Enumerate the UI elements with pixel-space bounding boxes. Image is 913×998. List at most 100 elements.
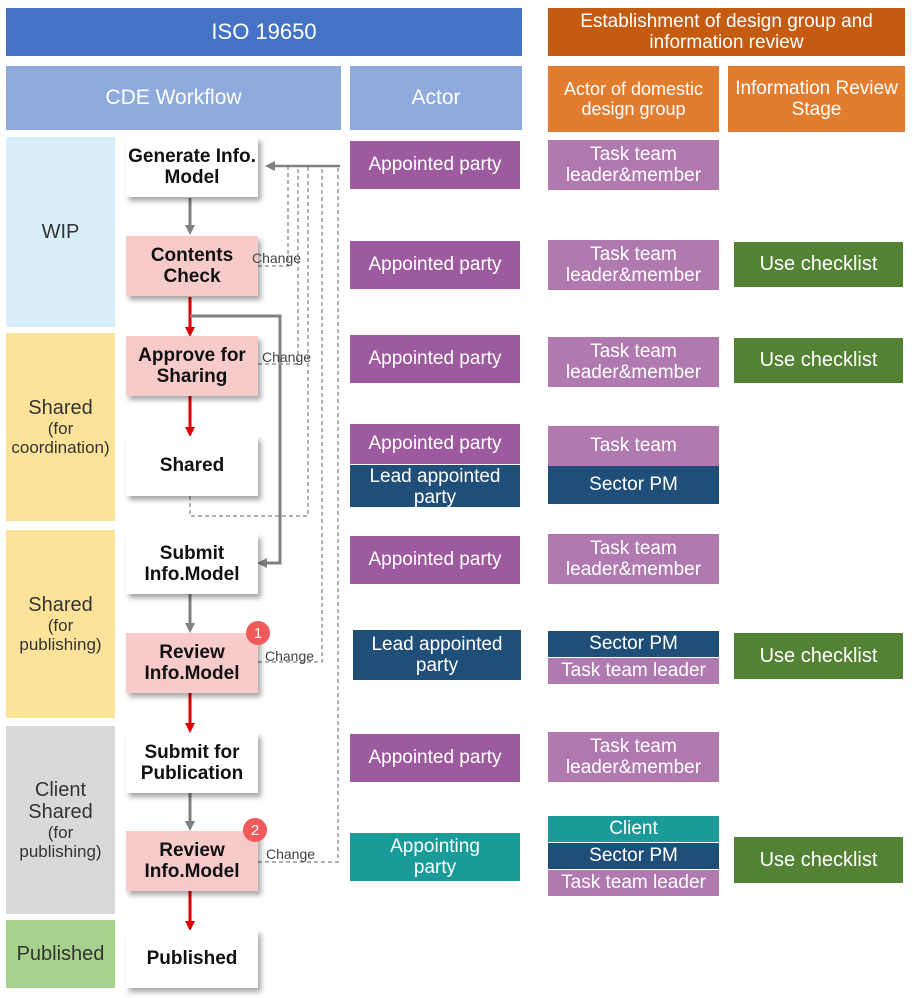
stage-shared-coord-sub: (for coordination) — [11, 419, 110, 458]
domestic-task-team-only-label: Task team — [590, 435, 677, 457]
info-review-header-label: Information Review Stage — [735, 77, 898, 120]
actor-appointed-2: Appointed party — [350, 241, 520, 289]
review-checklist-4-label: Use checklist — [759, 848, 878, 871]
review-checklist-1: Use checklist — [734, 242, 903, 287]
stage-wip-label: WIP — [41, 220, 80, 243]
actor-appointing-label: Appointing party — [390, 835, 480, 878]
review-checklist-3: Use checklist — [734, 633, 903, 679]
actor-lead-appointed-1-label: Lead appointed party — [369, 466, 501, 507]
review-checklist-1-label: Use checklist — [759, 253, 878, 276]
actor-appointed-6: Appointed party — [350, 734, 520, 782]
domestic-task-team-2-label: Task team leader&member — [565, 243, 702, 286]
actor-appointed-4-label: Appointed party — [368, 433, 502, 455]
stage-client-sub: (for publishing) — [19, 823, 102, 862]
actor-appointed-2-label: Appointed party — [368, 254, 502, 276]
info-review-header: Information Review Stage — [728, 66, 905, 132]
domestic-task-team-4: Task team leader&member — [548, 534, 719, 584]
actor-domestic-header-label: Actor of domestic design group — [563, 78, 704, 119]
domestic-task-team-leader-1-label: Task team leader — [561, 660, 706, 682]
wf-review2-label: Review Info.Model — [144, 839, 240, 882]
wf-review-info-model-2: Review Info.Model — [126, 831, 258, 891]
establishment-header: Establishment of design group and inform… — [548, 8, 905, 56]
review-checklist-4: Use checklist — [734, 837, 903, 883]
change-label-approve: Change — [262, 349, 312, 365]
domestic-task-team-3-label: Task team leader&member — [565, 340, 702, 383]
wf-review1-label: Review Info.Model — [144, 641, 240, 684]
iso-header: ISO 19650 — [6, 8, 522, 56]
domestic-task-team-5: Task team leader&member — [548, 732, 719, 782]
change-loop-check — [258, 166, 289, 267]
review-checklist-2-label: Use checklist — [759, 349, 878, 372]
stage-wip: WIP — [6, 137, 115, 327]
domestic-client: Client — [548, 816, 719, 842]
actor-appointed-5-label: Appointed party — [368, 549, 502, 571]
change-loop-review1 — [258, 166, 323, 663]
actor-appointing: Appointing party — [350, 833, 520, 881]
wf-published: Published — [126, 930, 258, 988]
domestic-task-team-3: Task team leader&member — [548, 337, 719, 387]
actor-lead-appointed-2: Lead appointed party — [353, 630, 521, 680]
change-label-review2: Change — [266, 846, 316, 862]
badge-2: 2 — [243, 818, 267, 842]
change-loop-review2 — [258, 166, 339, 863]
stage-published: Published — [6, 920, 115, 988]
wf-approve-for-sharing: Approve for Sharing — [126, 336, 258, 396]
review-checklist-2: Use checklist — [734, 338, 903, 383]
actor-header: Actor — [350, 66, 522, 130]
domestic-sector-pm-3-label: Sector PM — [589, 845, 678, 867]
domestic-task-team-4-label: Task team leader&member — [565, 537, 702, 580]
domestic-task-team-leader-2-label: Task team leader — [561, 872, 706, 894]
actor-appointed-6-label: Appointed party — [368, 747, 502, 769]
wf-submit-info-model: Submit Info.Model — [126, 534, 258, 594]
domestic-task-team-leader-1: Task team leader — [548, 657, 719, 684]
actor-appointed-1-label: Appointed party — [368, 154, 502, 176]
actor-lead-appointed-1: Lead appointed party — [350, 465, 520, 507]
domestic-task-team-leader-2: Task team leader — [548, 869, 719, 896]
wf-submit-label: Submit Info.Model — [144, 542, 240, 585]
domestic-sector-pm-2-label: Sector PM — [589, 633, 678, 655]
actor-appointed-1: Appointed party — [350, 141, 520, 189]
actor-appointed-3-label: Appointed party — [368, 348, 502, 370]
review-checklist-3-label: Use checklist — [759, 644, 878, 667]
cde-workflow-header: CDE Workflow — [6, 66, 341, 130]
change-loop-approve — [258, 166, 299, 365]
actor-appointed-5: Appointed party — [350, 536, 520, 584]
domestic-sector-pm-1-label: Sector PM — [589, 474, 678, 496]
solid-path-check-to-submit — [190, 314, 282, 568]
actor-appointed-3: Appointed party — [350, 335, 520, 383]
change-label-check: Change — [252, 250, 302, 266]
badge-1: 1 — [246, 621, 270, 645]
change-loop-shared — [189, 166, 309, 517]
domestic-task-team-only: Task team — [548, 426, 719, 466]
domestic-task-team-5-label: Task team leader&member — [565, 735, 702, 778]
change-label-review1: Change — [265, 648, 315, 664]
wf-submit-pub-label: Submit for Publication — [140, 741, 244, 784]
badge-2-label: 2 — [250, 821, 260, 839]
domestic-task-team-1: Task team leader&member — [548, 140, 719, 190]
domestic-sector-pm-3: Sector PM — [548, 842, 719, 869]
stage-client-shared: Client Shared (for publishing) — [6, 726, 115, 914]
wf-published-label: Published — [146, 948, 238, 970]
wf-generate-info-model: Generate Info. Model — [126, 137, 258, 197]
domestic-client-label: Client — [609, 818, 658, 840]
cde-workflow-header-label: CDE Workflow — [105, 86, 242, 110]
actor-appointed-4: Appointed party — [350, 424, 520, 464]
domestic-task-team-2: Task team leader&member — [548, 240, 719, 290]
domestic-sector-pm-2: Sector PM — [548, 631, 719, 657]
actor-lead-appointed-2-label: Lead appointed party — [371, 633, 503, 676]
actor-domestic-header: Actor of domestic design group — [548, 66, 719, 132]
wf-shared: Shared — [126, 436, 258, 496]
stage-shared-pub-label: Shared — [28, 593, 93, 616]
domestic-sector-pm-1: Sector PM — [548, 466, 719, 504]
wf-review-info-model-1: Review Info.Model — [126, 633, 258, 693]
wf-shared-label: Shared — [159, 455, 225, 477]
wf-contents-check-label: Contents Check — [150, 244, 234, 287]
establishment-header-label: Establishment of design group and inform… — [580, 10, 873, 53]
stage-shared-coordination: Shared (for coordination) — [6, 333, 115, 521]
wf-submit-for-publication: Submit for Publication — [126, 733, 258, 793]
stage-shared-publishing: Shared (for publishing) — [6, 530, 115, 718]
domestic-task-team-1-label: Task team leader&member — [565, 143, 702, 186]
actor-header-label: Actor — [411, 86, 461, 110]
wf-approve-label: Approve for Sharing — [138, 344, 246, 387]
wf-contents-check: Contents Check — [126, 236, 258, 296]
